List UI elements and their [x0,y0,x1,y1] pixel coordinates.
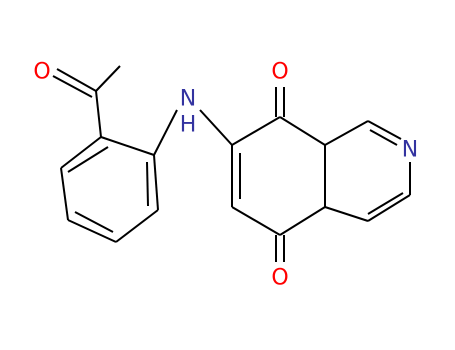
atom-label-layer: O N H O O N [33,60,418,291]
amine-hydrogen-label: H [180,113,197,138]
acetyl-ring-bond [95,90,102,138]
acetyl-carbonyl-double-bond [52,75,93,98]
pyridine-bond-4 [367,194,411,222]
quinone-bond-2 [279,116,326,146]
benzene-bond-5 [60,167,69,221]
benzene-bond-2 [153,154,159,211]
pyridine-inner-bond-b [367,192,404,215]
acetyl-oxygen-label: O [33,60,50,85]
amine-nitrogen-label: N [180,87,196,112]
pyridine-bond-5 [324,206,369,222]
benzene-inner-bond-c [146,161,149,207]
amine-ring-bond [153,109,178,156]
pyridine-bond-2 [367,120,402,140]
ring-nitrogen-label: N [402,138,418,163]
amine-quinone-bond [199,109,233,146]
quinone-oxygen-bottom-label: O [271,266,288,291]
benzene-inner-bond-b [74,211,114,233]
benzene-bond-6 [60,136,102,169]
quinone-bond-5 [231,206,281,236]
pyridine-bond-1 [324,120,369,146]
benzene-inner-bond-a [67,146,109,173]
pyridine-inner-bond-a [369,129,398,146]
benzene-bond-4 [67,219,117,243]
bond-layer [52,65,411,262]
acetyl-methyl-bond [95,65,121,92]
quinone-bond-4 [279,206,326,236]
quinone-bond-1 [231,116,281,146]
benzene-bond-1 [100,136,155,156]
benzene-bond-3 [115,209,159,243]
acetyl-carbonyl-bond [56,68,97,92]
quinone-oxygen-top-label: O [271,60,288,85]
